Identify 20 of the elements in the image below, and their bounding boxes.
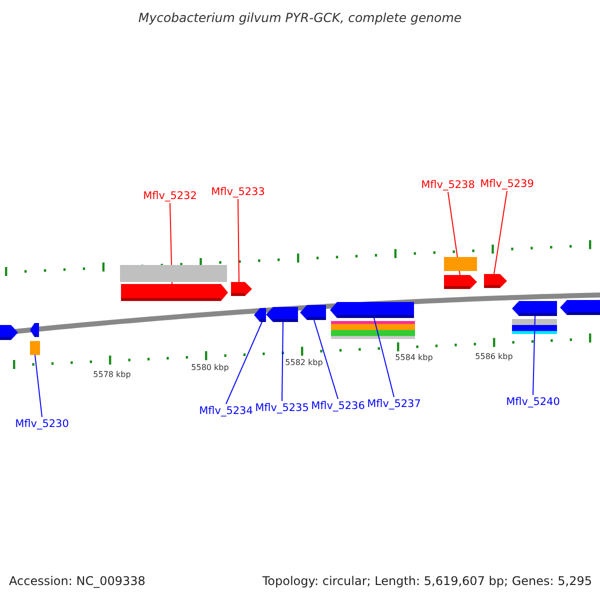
leader-line xyxy=(226,322,262,404)
gene-label: Mflv_5230 xyxy=(10,417,74,431)
leader-line xyxy=(34,354,42,418)
gene-label: Mflv_5232 xyxy=(138,189,202,203)
scale-label: 5582 kbp xyxy=(284,358,324,367)
leader-line xyxy=(374,318,394,398)
scale-label: 5584 kbp xyxy=(394,353,434,362)
genome-stats-text: Topology: circular; Length: 5,619,607 bp; Genes: 5,295 xyxy=(262,574,592,588)
title: Mycobacterium gilvum PYR-GCK, complete genome xyxy=(137,10,463,25)
leader-line xyxy=(494,190,508,274)
accession-text: Accession: NC_009338 xyxy=(9,574,146,588)
leader-line xyxy=(282,322,284,402)
gene-label: Mflv_5233 xyxy=(206,185,270,199)
scale-label: 5586 kbp xyxy=(474,352,514,361)
leader-line xyxy=(314,320,338,400)
scale-label: 5580 kbp xyxy=(190,363,230,372)
scale-label: 5578 kbp xyxy=(92,370,132,379)
gene-label: Mflv_5240 xyxy=(501,395,565,409)
leader-line xyxy=(532,316,536,396)
leader-line xyxy=(238,198,240,282)
